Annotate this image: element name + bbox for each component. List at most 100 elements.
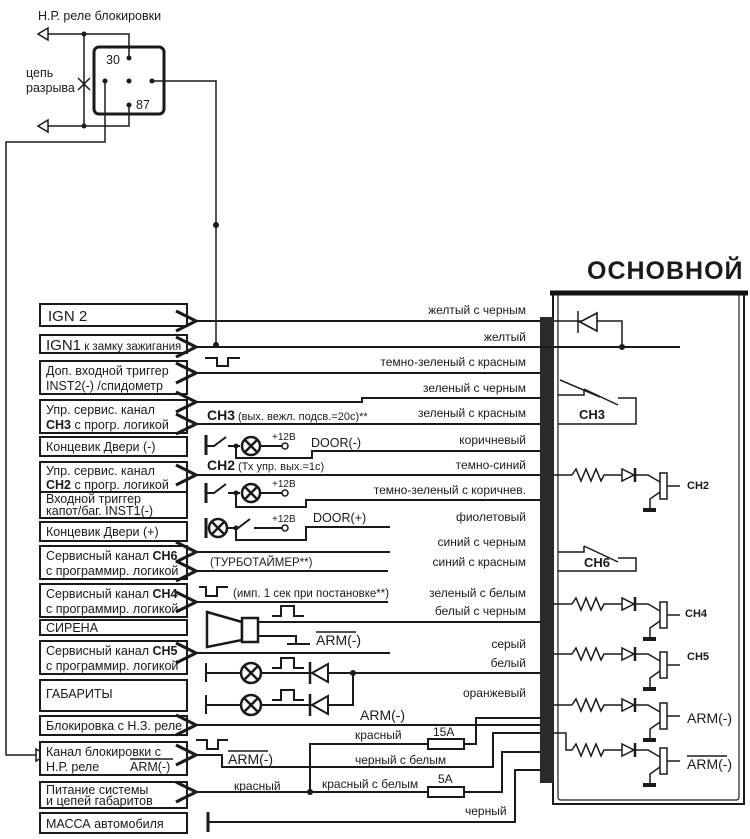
box-nc-block-label: Блокировка с Н.З. реле <box>46 719 182 733</box>
box-no-block-label: Н.Р. реле <box>46 760 99 774</box>
relay-section: Н.Р. реле блокировки 30 87 цепь разрыва <box>5 9 219 763</box>
wire-ground <box>208 769 540 823</box>
box-parking-label: ГАБАРИТЫ <box>46 687 113 701</box>
pulse-icon <box>272 605 304 617</box>
lamp-cross <box>211 521 225 535</box>
ch3-note: CH3(вых. вежл. подсв.=20с)** <box>207 407 368 423</box>
wire-ch3-a <box>196 398 540 402</box>
no-arm-label: ARM(-) <box>228 751 273 767</box>
wire-label: белый <box>491 656 526 670</box>
wire-red-white <box>464 751 540 793</box>
terminal-icon <box>281 524 289 532</box>
ground-icon <box>643 508 656 512</box>
box-ch3-label: Упр. сервис. канал <box>46 403 155 417</box>
wire-label: темно-зеленый с красным <box>380 355 526 369</box>
wire-label: синий с красным <box>432 555 526 569</box>
box-ch6-label: с программир. логикой <box>46 564 178 578</box>
box-door-minus-label: Концевик Двери (-) <box>46 440 156 454</box>
terminal-icon <box>281 442 289 450</box>
transistor-icon <box>659 651 668 679</box>
box-power-label: Питание системы <box>46 783 148 797</box>
wire-label: зеленый с белым <box>429 586 526 600</box>
unit-title: ОСНОВНОЙ <box>587 255 744 285</box>
ground-icon <box>643 738 656 742</box>
siren-icon <box>205 610 244 649</box>
siren-body <box>240 616 260 644</box>
wire-door-minus <box>235 446 540 459</box>
wire-label: желтый с черным <box>428 303 526 317</box>
ground-icon <box>643 687 656 691</box>
box-siren-label: СИРЕНА <box>46 621 99 635</box>
relay-coil-wire <box>5 81 106 756</box>
relay-wire-30 <box>40 33 130 58</box>
junction-dot <box>81 123 87 129</box>
box-ch4-label: с программир. логикой <box>46 602 178 616</box>
wire-label: желтый <box>484 330 526 344</box>
switch-icon <box>206 483 227 494</box>
pulse-icon <box>272 657 304 669</box>
fuse-5a-icon <box>427 786 465 798</box>
ch3-relay-switch <box>559 379 601 398</box>
unit-inner <box>557 293 740 801</box>
box-ch2-label: CH2 с прогр. логикой <box>46 478 169 492</box>
wire-label: оранжевый <box>463 686 526 700</box>
box-ch5 <box>39 640 188 675</box>
transistor-icon <box>659 601 668 629</box>
ground-icon <box>643 783 656 787</box>
box-door-plus <box>39 521 188 542</box>
junction-dot <box>81 31 87 37</box>
break-label: цепь <box>26 66 53 80</box>
relay-wire-87 <box>40 105 130 127</box>
unit-ch2-label: CH2 <box>687 480 709 492</box>
wire-no-block <box>196 732 540 768</box>
wire-label: темно-синий <box>456 458 526 472</box>
transistor-base <box>635 749 661 758</box>
box-inst2-label: Доп. входной триггер <box>46 364 169 378</box>
lamp-cross <box>244 486 258 500</box>
wire-label: красный <box>234 779 281 793</box>
connector-block <box>540 317 554 783</box>
lamp-cross <box>243 665 259 681</box>
break-cross-icon <box>77 77 91 91</box>
pulse-icon <box>199 586 228 597</box>
relay-coil-wire <box>152 80 217 345</box>
box-inst1-label: Входной триггер <box>46 492 141 506</box>
junction-dot <box>307 789 313 795</box>
arrow-icon <box>36 26 49 42</box>
box-door-minus <box>39 436 188 457</box>
unit-wire <box>554 732 572 751</box>
diode-icon <box>621 697 636 713</box>
resistor-icon <box>571 646 622 662</box>
wire-label: синий с черным <box>437 535 526 549</box>
terminal-icon <box>281 489 289 497</box>
wire-red <box>464 717 540 745</box>
resistor-icon <box>571 742 622 758</box>
plus12-label: +12В <box>272 514 296 525</box>
ground-icon <box>643 637 656 641</box>
switch-icon <box>206 436 227 447</box>
wire-label: красный <box>355 728 402 742</box>
unit-arm-label: ARM(-) <box>687 710 732 726</box>
box-ch3 <box>39 399 188 434</box>
transistor-icon <box>659 472 668 500</box>
wire-label: темно-зеленый с коричнев. <box>374 483 526 497</box>
diode-icon <box>621 742 636 758</box>
ch4-note: (имп. 1 сек при постановке**) <box>233 588 389 600</box>
door-plus-circuit: +12В DOOR(+) фиолетовый <box>204 510 526 541</box>
transistor-emitter <box>649 766 661 783</box>
transistor-base <box>635 603 661 612</box>
relay-pin-30: 30 <box>106 53 120 67</box>
transistor-emitter <box>649 670 661 687</box>
lamp-cross <box>243 697 259 713</box>
resistor-icon <box>571 697 622 713</box>
fuse-5a-label: 5А <box>438 772 453 786</box>
box-ch5-label: Сервисный канал CH5 <box>46 644 178 658</box>
box-ground <box>39 812 188 834</box>
wire <box>328 673 354 706</box>
nc-arm-label: ARM(-) <box>360 707 405 723</box>
unit-ch4-label: CH4 <box>685 608 708 620</box>
transistor-emitter <box>649 620 661 637</box>
box-ch2-label: Упр. сервис. канал <box>46 464 155 478</box>
box-ch6-label: Сервисный канал CH6 <box>46 549 178 563</box>
